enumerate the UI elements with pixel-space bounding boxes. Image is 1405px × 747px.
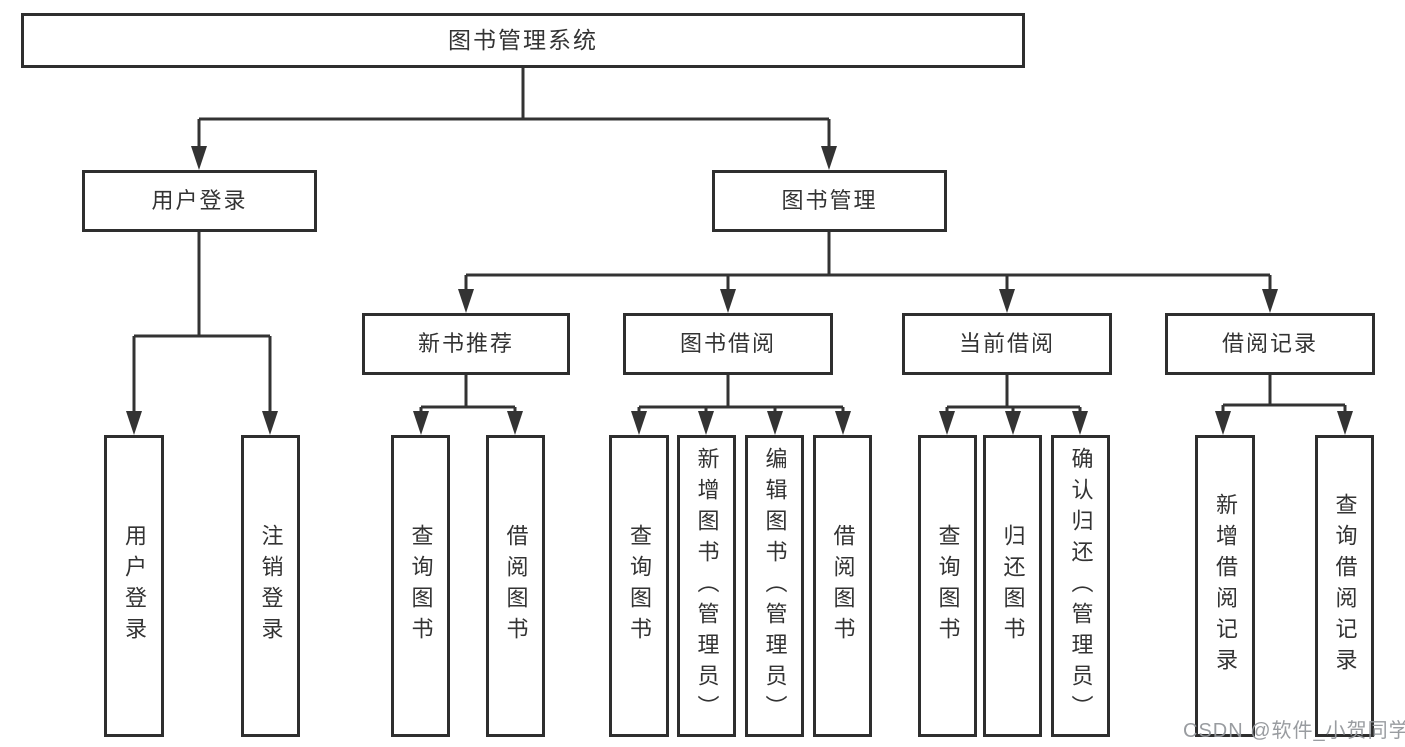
node-borrowing-records: 借阅记录	[1165, 313, 1375, 375]
leaf-query-books-recommend: 查询图书	[391, 435, 450, 737]
csdn-watermark: CSDN @软件_小贺同学	[1183, 720, 1405, 742]
leaf-return-books: 归还图书	[983, 435, 1042, 737]
node-current-borrowing: 当前借阅	[902, 313, 1112, 375]
leaf-borrow-books: 借阅图书	[813, 435, 872, 737]
leaf-edit-books-admin: 编辑图书（管理员）	[745, 435, 804, 737]
leaf-borrow-books-recommend: 借阅图书	[486, 435, 545, 737]
leaf-query-borrow-record: 查询借阅记录	[1315, 435, 1374, 737]
connector-lines	[132, 68, 1347, 415]
arrowhead-icons	[126, 146, 1353, 435]
leaf-add-books-admin: 新增图书（管理员）	[677, 435, 736, 737]
node-system-root: 图书管理系统	[21, 13, 1025, 68]
leaf-logout: 注销登录	[241, 435, 300, 737]
node-book-management: 图书管理	[712, 170, 947, 232]
leaf-user-login: 用户登录	[104, 435, 164, 737]
leaf-query-books-borrow: 查询图书	[609, 435, 669, 737]
node-book-borrowing: 图书借阅	[623, 313, 833, 375]
node-new-book-recommend: 新书推荐	[362, 313, 570, 375]
leaf-confirm-return-admin: 确认归还（管理员）	[1051, 435, 1110, 737]
leaf-query-books-current: 查询图书	[918, 435, 977, 737]
node-user-login: 用户登录	[82, 170, 317, 232]
leaf-add-borrow-record: 新增借阅记录	[1195, 435, 1255, 737]
